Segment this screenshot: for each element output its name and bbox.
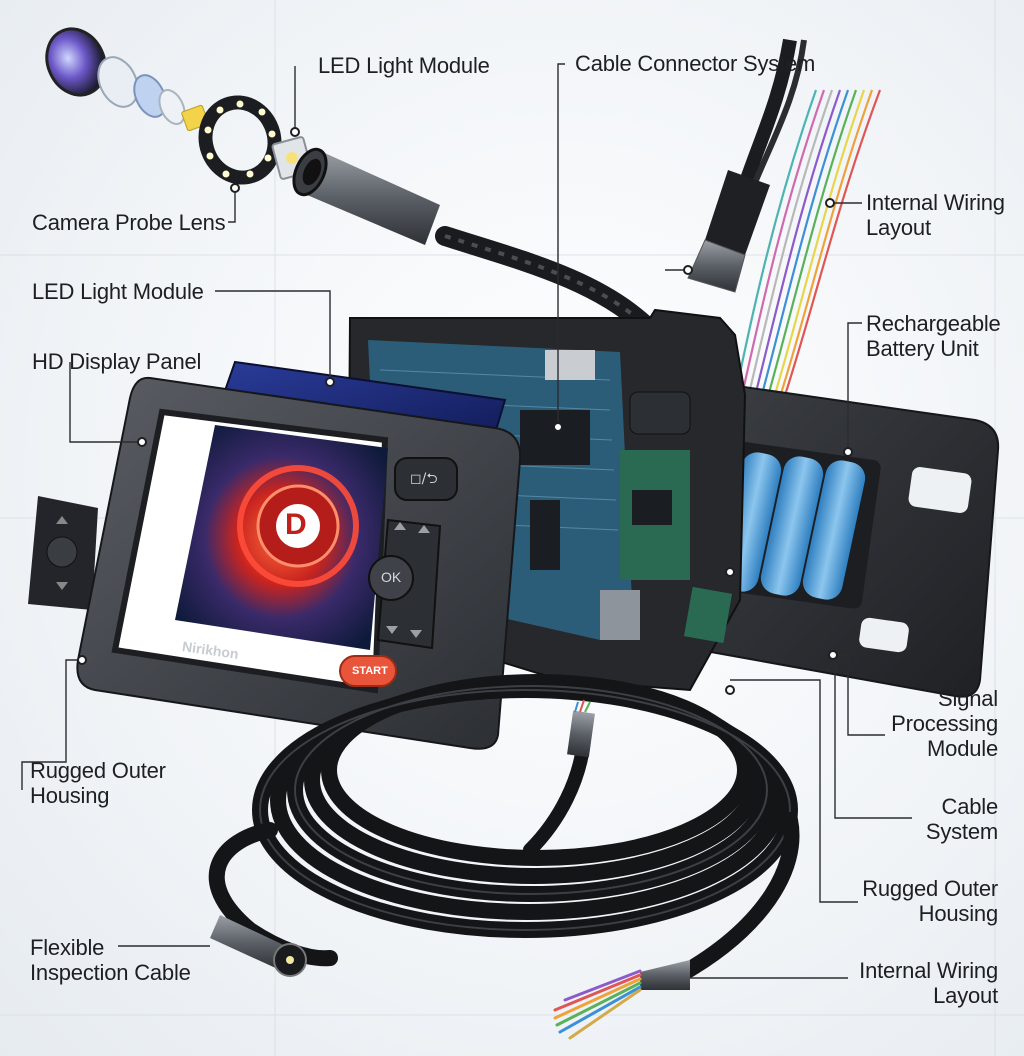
- inspection-cable-probe-tip: [210, 915, 307, 977]
- screen-logo: D: [285, 508, 307, 541]
- start-button-label: START: [352, 665, 388, 677]
- label-flexible-inspection-cable: Flexible Inspection Cable: [30, 935, 191, 985]
- ok-button-label: OK: [381, 569, 402, 585]
- label-led-light-module-left: LED Light Module: [32, 279, 204, 304]
- label-rugged-outer-housing-right: Rugged Outer Housing: [862, 876, 998, 926]
- label-internal-wiring-layout-top: Internal Wiring Layout: [866, 190, 1005, 240]
- callout-dots: [77, 127, 853, 695]
- camera-probe-head: [292, 147, 660, 340]
- led-ring: [198, 95, 282, 185]
- label-cable-connector-system: Cable Connector System: [575, 51, 816, 76]
- coiled-inspection-cable: [208, 674, 800, 983]
- label-led-light-module-top: LED Light Module: [318, 53, 490, 78]
- label-cable-system: Cable System: [925, 794, 998, 844]
- camera-probe-lens-stack: [45, 27, 209, 132]
- label-signal-processing-module: Signal Processing Module: [891, 686, 998, 761]
- label-rugged-outer-housing-left: Rugged Outer Housing: [30, 758, 166, 808]
- front-housing: [76, 376, 522, 750]
- cable-connector: [687, 38, 807, 293]
- mode-button-glyph: ◻/⮌: [410, 471, 438, 487]
- label-hd-display-panel: HD Display Panel: [32, 349, 202, 374]
- label-rechargeable-battery-unit: Rechargeable Battery Unit: [866, 311, 1001, 361]
- label-camera-probe-lens: Camera Probe Lens: [32, 210, 226, 235]
- label-internal-wiring-layout-bottom: Internal Wiring Layout: [859, 958, 998, 1008]
- exposed-wire-end: [553, 960, 690, 1040]
- floating-button-pad: [28, 496, 98, 610]
- callout-leaders: [21, 63, 912, 979]
- cable-end-connector: [567, 699, 595, 758]
